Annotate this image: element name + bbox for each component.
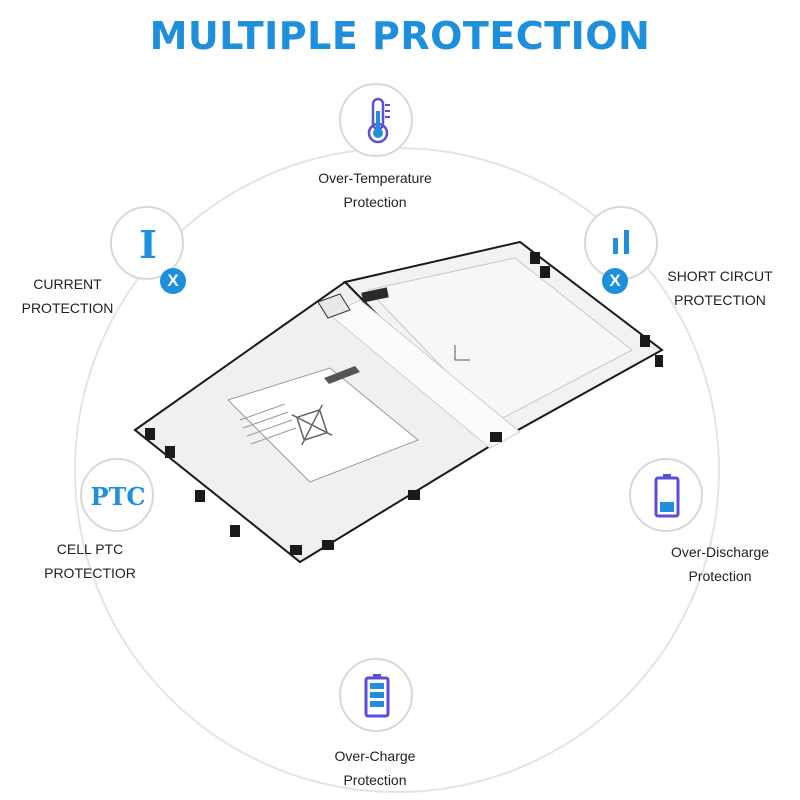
label-line-2: Protection <box>343 194 407 210</box>
battery-low-icon <box>654 474 680 518</box>
short-circuit-label: SHORT CIRCUT PROTECTION <box>660 264 780 312</box>
label-line-1: SHORT CIRCUT <box>667 268 773 284</box>
thermometer-badge <box>339 83 413 157</box>
thermometer-icon <box>367 97 390 144</box>
svg-text:PTC: PTC <box>90 482 145 511</box>
label-line-1: Over-Temperature <box>318 170 432 186</box>
label-line-2: PROTECTIOR <box>44 565 136 581</box>
label-line-1: CELL PTC <box>56 541 124 557</box>
label-line-2: Protection <box>343 772 407 788</box>
x-badge: X <box>602 268 628 294</box>
ptc-icon: PTC <box>90 482 145 511</box>
label-line-2: Protection <box>688 568 752 584</box>
over-temperature-label: Over-Temperature Protection <box>290 166 460 214</box>
battery-full-icon <box>364 674 390 718</box>
svg-text:I: I <box>139 222 157 267</box>
x-badge: X <box>160 268 186 294</box>
label-line-1: CURRENT <box>33 276 102 292</box>
ptc-badge: PTC <box>80 458 154 532</box>
current-i-icon: I <box>139 222 157 267</box>
current-protection-label: CURRENT PROTECTION <box>10 272 125 320</box>
short-circuit-icon <box>613 230 629 254</box>
over-discharge-badge <box>629 458 703 532</box>
label-line-1: Over-Discharge <box>670 544 770 560</box>
label-line-1: Over-Charge <box>334 748 416 764</box>
over-charge-label: Over-Charge Protection <box>290 744 460 792</box>
over-charge-badge <box>339 658 413 732</box>
label-line-2: PROTECTION <box>21 300 114 316</box>
page-title: MULTIPLE PROTECTION <box>149 14 651 58</box>
over-discharge-label: Over-Discharge Protection <box>650 540 790 588</box>
cell-ptc-label: CELL PTC PROTECTIOR <box>30 537 150 585</box>
current-badge: I <box>110 206 184 280</box>
label-line-2: PROTECTION <box>674 292 766 308</box>
